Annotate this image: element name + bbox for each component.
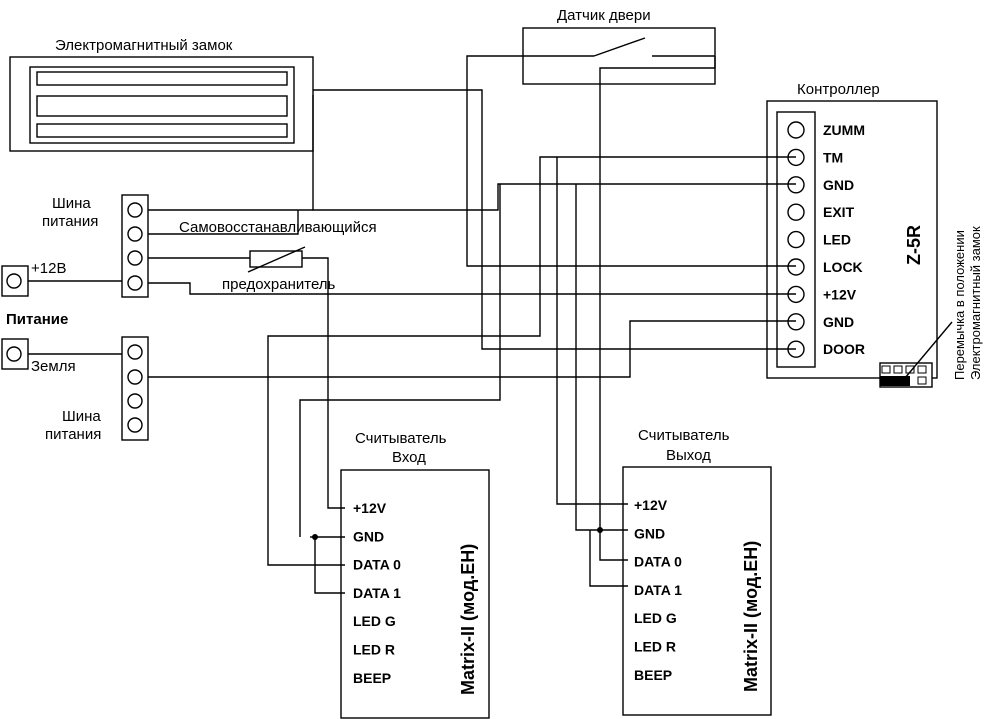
- reader-out-model: Matrix-II (мод.EH): [741, 541, 761, 692]
- jumper-note-line1: Перемычка в положении: [952, 230, 967, 380]
- controller-pin-terminal: [787, 203, 805, 221]
- door-sensor-title: Датчик двери: [557, 7, 651, 24]
- wires: [28, 55, 796, 594]
- reader-pin-label: BEEP: [353, 670, 391, 686]
- reader-pin-label: +12V: [634, 497, 668, 513]
- power-section: +12В Питание Земля Шина питания Шина пит…: [1, 194, 149, 443]
- fuse-label-line1: Самовосстанавливающийся: [179, 219, 377, 236]
- reader-in-title1: Считыватель: [355, 430, 447, 447]
- controller-pin-terminal: [787, 230, 805, 249]
- controller-pin-label: ZUMM: [823, 122, 865, 138]
- lock-title: Электромагнитный замок: [55, 37, 233, 54]
- controller-pin-label: EXIT: [823, 204, 855, 220]
- reader-pin-label: LED G: [634, 610, 677, 626]
- reader-out-title1: Считыватель: [638, 427, 730, 444]
- controller-pin-terminal: [787, 121, 805, 139]
- reader-pin-label: LED R: [634, 639, 676, 655]
- controller-pin-label: LOCK: [823, 259, 863, 275]
- controller-pin-terminal: [787, 258, 805, 276]
- controller-title: Контроллер: [797, 81, 880, 98]
- bus-top-line2: питания: [42, 213, 98, 230]
- jumper-note-line2: Электромагнитный замок: [968, 226, 983, 380]
- fuse-label-line2: предохранитель: [222, 276, 336, 293]
- reader-pin-label: BEEP: [634, 667, 672, 683]
- jumper-block: [879, 321, 953, 388]
- controller-pin-label: LED: [823, 232, 851, 248]
- reader-pin-label: LED G: [353, 613, 396, 629]
- bus-bottom-line1: Шина: [62, 408, 101, 425]
- reader-out: Считыватель Выход +12V GND DATA 0 DATA 1 LED…: [622, 427, 772, 716]
- controller-pin-label: GND: [823, 314, 854, 330]
- controller-pin-label: GND: [823, 177, 854, 193]
- reader-pin-label: DATA 1: [634, 582, 682, 598]
- bus-top-line1: Шина: [52, 195, 91, 212]
- controller-pin-label: TM: [823, 149, 843, 165]
- reader-in: Считыватель Вход +12V GND DATA 0 DATA 1 LED …: [340, 430, 490, 719]
- reader-in-title2: Вход: [392, 449, 426, 466]
- door-sensor: Датчик двери: [522, 7, 716, 85]
- reader-pin-label: DATA 0: [634, 554, 682, 570]
- bus-bottom-line2: питания: [45, 426, 101, 443]
- controller-z5r: Контроллер ZUMM TM GND EXIT LED LOCK +12V GND DO…: [766, 81, 983, 388]
- reader-pin-label: GND: [634, 525, 665, 541]
- reader-pin-label: +12V: [353, 500, 387, 516]
- power-ground-label: Земля: [31, 358, 76, 375]
- controller-pin-label: DOOR: [823, 341, 865, 357]
- reader-out-title2: Выход: [666, 447, 711, 464]
- reader-in-model: Matrix-II (мод.EH): [458, 544, 478, 695]
- controller-pin-label: +12V: [823, 286, 857, 302]
- controller-model: Z-5R: [904, 225, 924, 265]
- reader-pin-label: GND: [353, 528, 384, 544]
- reader-pin-label: DATA 1: [353, 585, 401, 601]
- power-title: Питание: [6, 311, 68, 328]
- reader-pin-label: LED R: [353, 642, 395, 658]
- power-plus-label: +12В: [31, 260, 66, 277]
- controller-pin-terminal: [787, 176, 805, 194]
- electromagnetic-lock: Электромагнитный замок: [9, 37, 314, 152]
- resettable-fuse: Самовосстанавливающийся предохранитель: [179, 219, 377, 293]
- reader-pin-label: DATA 0: [353, 557, 401, 573]
- controller-pin-terminal: [787, 313, 805, 331]
